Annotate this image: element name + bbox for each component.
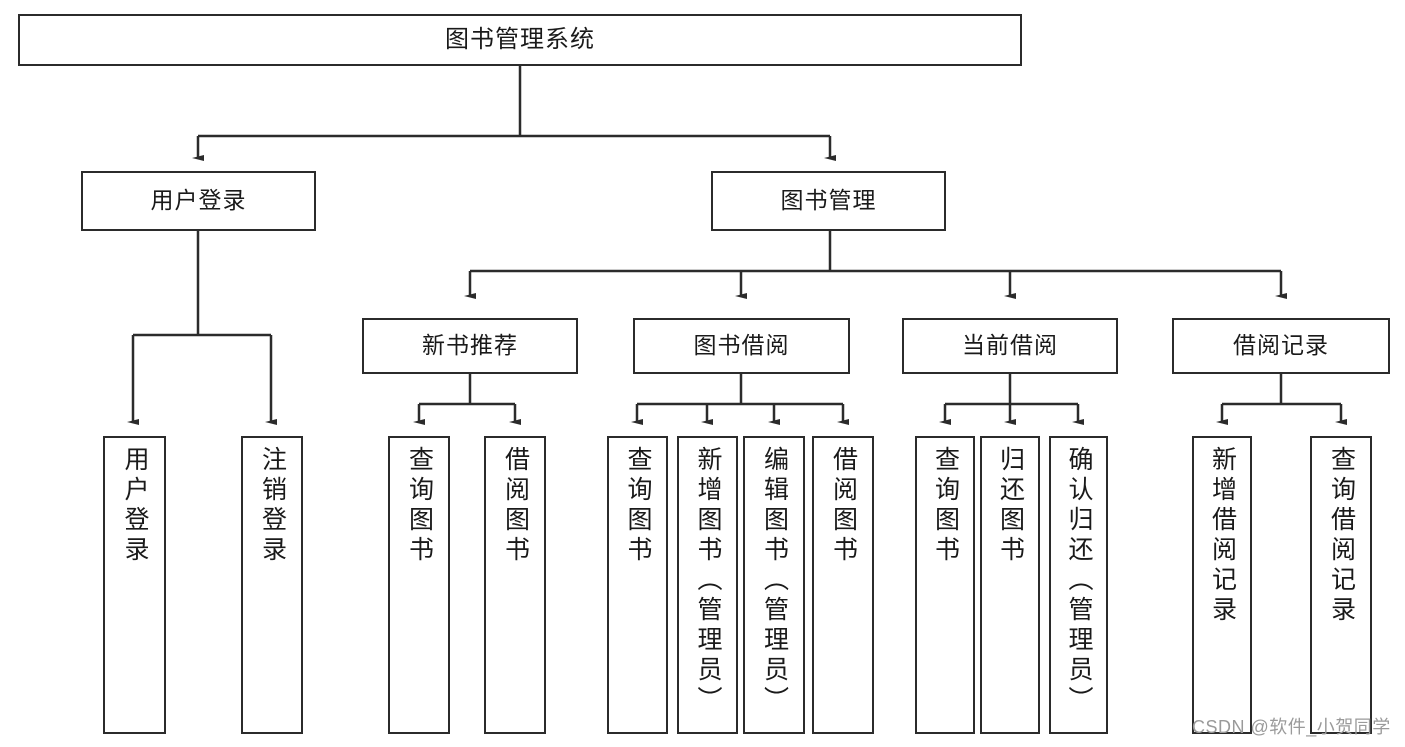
node-label: 图书管理系统 (445, 25, 595, 53)
node-label: 图书借阅 (693, 332, 790, 359)
node-book-management[interactable]: 图书管理 (711, 171, 946, 231)
node-label: 借阅图书 (829, 446, 858, 566)
node-new-book-recommend[interactable]: 新书推荐 (362, 318, 578, 374)
node-user-login[interactable]: 用户登录 (81, 171, 316, 231)
leaf-current-confirm-return[interactable]: 确认归还（管理员） (1049, 436, 1108, 734)
node-label: 查询图书 (405, 446, 434, 566)
node-label: 归还图书 (996, 446, 1025, 566)
node-label: 新增图书（管理员） (694, 446, 722, 716)
csdn-watermark: CSDN @软件_小贺同学 (1192, 717, 1391, 737)
node-label: 图书管理 (780, 187, 877, 214)
leaf-user-login-login[interactable]: 用户登录 (103, 436, 166, 734)
node-label: 用户登录 (121, 446, 149, 566)
leaf-borrow-add-book[interactable]: 新增图书（管理员） (677, 436, 738, 734)
node-label: 查询图书 (624, 446, 652, 566)
leaf-current-query-book[interactable]: 查询图书 (915, 436, 975, 734)
node-label: 新书推荐 (422, 332, 518, 359)
node-label: 当前借阅 (962, 332, 1058, 359)
leaf-borrow-borrow-book[interactable]: 借阅图书 (812, 436, 874, 734)
leaf-recommend-query-book[interactable]: 查询图书 (388, 436, 450, 734)
leaf-recommend-borrow-book[interactable]: 借阅图书 (484, 436, 546, 734)
node-label: 编辑图书（管理员） (760, 446, 789, 716)
node-book-borrow[interactable]: 图书借阅 (633, 318, 850, 374)
node-borrow-record[interactable]: 借阅记录 (1172, 318, 1390, 374)
leaf-borrow-query-book[interactable]: 查询图书 (607, 436, 668, 734)
node-label: 新增借阅记录 (1208, 446, 1237, 626)
node-current-borrow[interactable]: 当前借阅 (902, 318, 1118, 374)
node-label: 确认归还（管理员） (1065, 446, 1093, 716)
node-label: 借阅记录 (1233, 332, 1329, 359)
leaf-borrow-edit-book[interactable]: 编辑图书（管理员） (743, 436, 805, 734)
node-root-system[interactable]: 图书管理系统 (18, 14, 1022, 66)
node-label: 查询图书 (931, 446, 960, 566)
node-label: 查询借阅记录 (1327, 446, 1356, 626)
leaf-record-query-record[interactable]: 查询借阅记录 (1310, 436, 1372, 734)
leaf-user-login-logout[interactable]: 注销登录 (241, 436, 303, 734)
leaf-current-return-book[interactable]: 归还图书 (980, 436, 1040, 734)
node-label: 用户登录 (150, 187, 247, 214)
node-label: 借阅图书 (501, 446, 530, 566)
node-label: 注销登录 (258, 446, 287, 566)
leaf-record-add-record[interactable]: 新增借阅记录 (1192, 436, 1252, 734)
